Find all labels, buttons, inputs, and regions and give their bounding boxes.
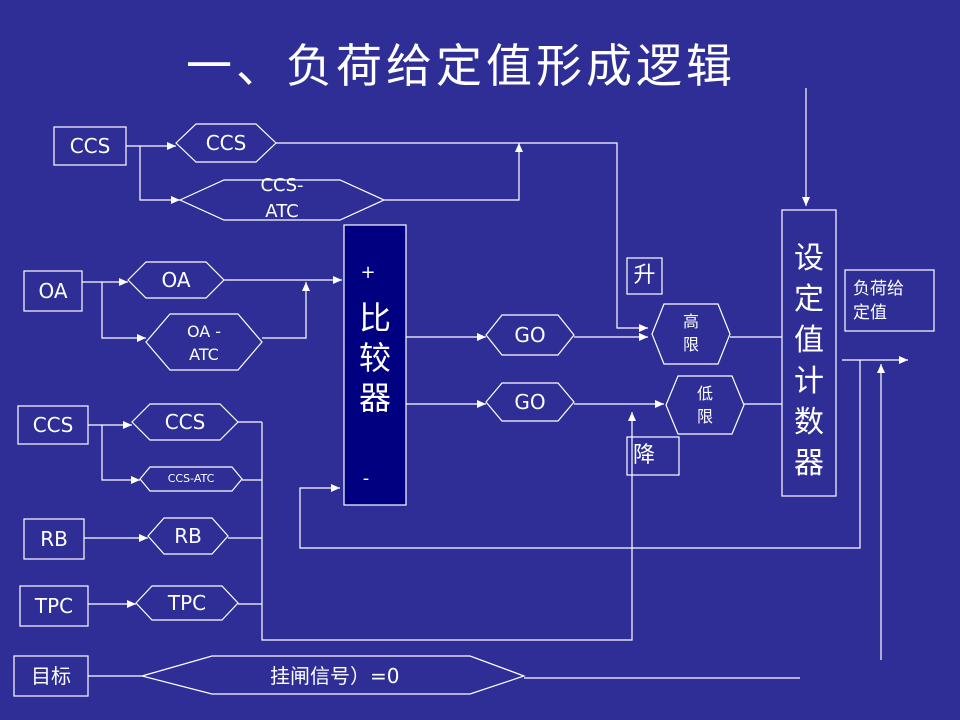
input-ccs2-label: CCS — [32, 413, 74, 437]
hex-go-up-label: GO — [514, 323, 546, 347]
input-ccs-box — [53, 126, 127, 166]
hex-bottom-label: 挂闸信号）=0 — [270, 664, 400, 688]
up-label: 升 — [633, 263, 656, 288]
hex-tpc-label: TPC — [167, 591, 207, 615]
feedback-line — [299, 360, 861, 549]
hex-ccs-atc2 — [139, 466, 243, 492]
comparator-minus-sign: - — [362, 468, 370, 489]
input-ccs2-box — [17, 405, 89, 445]
comparator-box — [343, 224, 407, 506]
output-box — [844, 269, 935, 332]
comparator-plus-sign: + — [360, 262, 376, 283]
hex-ccs-atc — [178, 179, 386, 221]
down-box — [626, 436, 680, 476]
oa-to-oaatc-hex-line — [101, 282, 146, 342]
hex-high-limit-label: 高 限 — [682, 312, 699, 354]
input-tpc-label: TPC — [34, 594, 74, 618]
input-tpc-box — [19, 585, 89, 627]
hex-ccs-atc2-label: CCS-ATC — [167, 472, 215, 485]
ccs2-to-ccsatc2-hex-line — [101, 425, 140, 484]
hex-oa-label: OA — [161, 268, 191, 292]
output-label: 负荷给 定值 — [853, 279, 904, 323]
hex-ccs-label: CCS — [205, 131, 247, 155]
input-oa-box — [23, 270, 83, 312]
hex-high-limit — [651, 303, 731, 365]
hex-oa-atc-label: OA - ATC — [186, 322, 222, 364]
down-label: 降 — [633, 443, 656, 468]
input-rb-label: RB — [40, 527, 68, 551]
counter-label: 设 定 值 计 数 器 — [794, 241, 824, 481]
hex-oa-atc — [145, 313, 263, 371]
oaatc-hex-merge-line — [262, 282, 310, 339]
hex-go-up — [485, 314, 575, 356]
hex-ccs2-label: CCS — [164, 410, 206, 434]
hex-ccs-atc-label: CCS- ATC — [260, 175, 304, 222]
input-bottom-box — [13, 655, 89, 697]
counter-box — [781, 209, 837, 497]
hex-ccs2 — [131, 403, 239, 441]
low-priority-bus-line — [261, 412, 636, 641]
hex-bottom — [139, 655, 526, 695]
page-title: 一、负荷给定值形成逻辑 — [186, 39, 736, 93]
input-ccs-label: CCS — [69, 134, 111, 158]
up-box — [626, 257, 663, 295]
hex-rb — [147, 517, 229, 555]
hex-tpc — [135, 585, 239, 621]
ccs-to-ccsatc-hex-line — [139, 146, 180, 204]
input-rb-box — [23, 518, 85, 560]
comparator-label: 比 较 器 — [358, 299, 391, 417]
ccs-hex-to-high-limit-line — [276, 142, 648, 332]
hex-low-limit — [665, 375, 745, 435]
input-oa-label: OA — [38, 279, 68, 303]
hex-go-down — [485, 382, 575, 422]
hex-go-down-label: GO — [514, 390, 546, 414]
input-bottom-label: 目标 — [31, 664, 71, 688]
hex-oa — [127, 261, 225, 299]
ccsatc-hex-merge-line — [384, 143, 523, 201]
hex-low-limit-label: 低 限 — [696, 384, 713, 426]
hex-rb-label: RB — [174, 524, 202, 548]
hex-ccs — [175, 123, 277, 163]
